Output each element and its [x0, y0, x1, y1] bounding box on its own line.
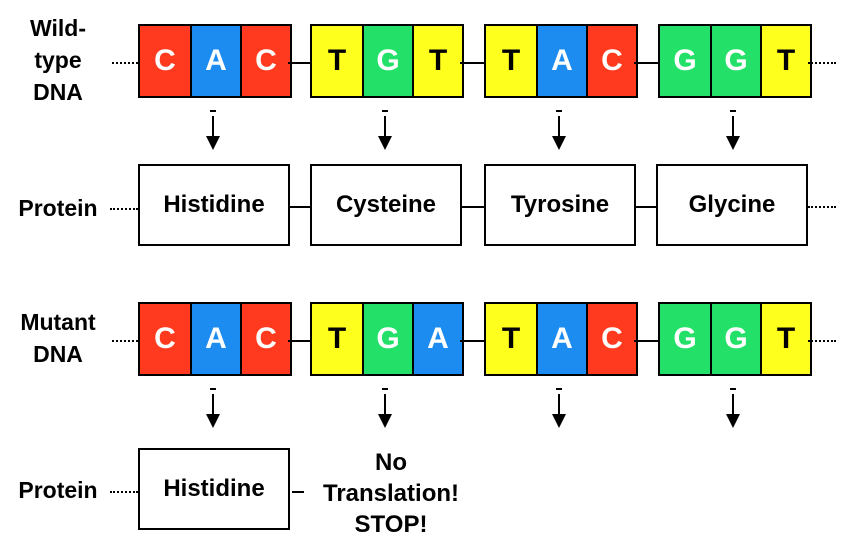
nucleotide: C — [586, 304, 636, 374]
mutant-dna-dotted-left — [112, 340, 138, 342]
protein-link — [292, 491, 304, 493]
protein-link — [290, 206, 310, 208]
nucleotide: C — [140, 304, 190, 374]
nucleotide: T — [412, 26, 462, 96]
nucleotide: T — [760, 304, 810, 374]
nucleotide: G — [710, 26, 760, 96]
wildtype-codon-1: C A C — [138, 24, 292, 98]
protein-box-histidine: Histidine — [138, 164, 290, 246]
nucleotide: T — [760, 26, 810, 96]
down-arrow-icon — [552, 388, 566, 442]
protein-label-bottom: Protein — [18, 477, 98, 503]
wildtype-label-line3: DNA — [33, 79, 83, 105]
down-arrow-icon — [206, 110, 220, 164]
stop-line3: STOP! — [354, 511, 428, 538]
dna-link — [460, 340, 484, 342]
nucleotide: G — [660, 304, 710, 374]
down-arrow-icon — [726, 110, 740, 164]
nucleotide: A — [536, 26, 586, 96]
dna-link — [634, 62, 658, 64]
protein-dotted-right — [808, 206, 836, 208]
wildtype-label-line1: Wild- — [30, 15, 86, 41]
mutant-label-line1: Mutant — [20, 309, 96, 335]
wildtype-dna-dotted-right — [808, 62, 836, 64]
down-arrow-icon — [552, 110, 566, 164]
wildtype-dna-dotted-left — [112, 62, 138, 64]
nucleotide: G — [362, 304, 412, 374]
mutant-dna-dotted-right — [808, 340, 836, 342]
mutant-codon-4: G G T — [658, 302, 812, 376]
down-arrow-icon — [378, 110, 392, 164]
nucleotide: T — [486, 304, 536, 374]
nucleotide: G — [362, 26, 412, 96]
down-arrow-icon — [726, 388, 740, 442]
nucleotide: A — [536, 304, 586, 374]
protein-link — [462, 206, 484, 208]
stop-line2: Translation! — [322, 480, 460, 507]
stop-line1: No — [375, 449, 407, 476]
mutant-codon-1: C A C — [138, 302, 292, 376]
mutant-label-line2: DNA — [33, 341, 83, 367]
protein-box-glycine: Glycine — [656, 164, 808, 246]
nucleotide: C — [240, 26, 290, 96]
nucleotide: T — [312, 304, 362, 374]
nucleotide: C — [240, 304, 290, 374]
nucleotide: C — [586, 26, 636, 96]
dna-link — [288, 62, 310, 64]
wildtype-codon-3: T A C — [484, 24, 638, 98]
nucleotide: T — [486, 26, 536, 96]
mutant-protein-box-histidine: Histidine — [138, 448, 290, 530]
nucleotide: A — [190, 304, 240, 374]
dna-link — [460, 62, 484, 64]
dna-link — [634, 340, 658, 342]
mutant-codon-3: T A C — [484, 302, 638, 376]
nucleotide: T — [312, 26, 362, 96]
protein-box-tyrosine: Tyrosine — [484, 164, 636, 246]
dna-link — [288, 340, 310, 342]
wildtype-dna-label: Wild- type DNA — [18, 12, 98, 108]
nucleotide: A — [190, 26, 240, 96]
protein-box-cysteine: Cysteine — [310, 164, 462, 246]
stop-message: No Translation! STOP! — [306, 447, 476, 540]
mutant-codon-2: T G A — [310, 302, 464, 376]
mutant-dna-label: Mutant DNA — [8, 306, 108, 370]
wildtype-codon-4: G G T — [658, 24, 812, 98]
down-arrow-icon — [206, 388, 220, 442]
down-arrow-icon — [378, 388, 392, 442]
protein-label-top: Protein — [18, 195, 98, 221]
nucleotide: G — [710, 304, 760, 374]
nucleotide: C — [140, 26, 190, 96]
wildtype-label-line2: type — [34, 47, 82, 73]
protein-link — [636, 206, 656, 208]
mutant-protein-dotted-left — [110, 491, 138, 493]
nucleotide: A — [412, 304, 462, 374]
protein-dotted-left — [110, 208, 138, 210]
wildtype-codon-2: T G T — [310, 24, 464, 98]
nucleotide: G — [660, 26, 710, 96]
